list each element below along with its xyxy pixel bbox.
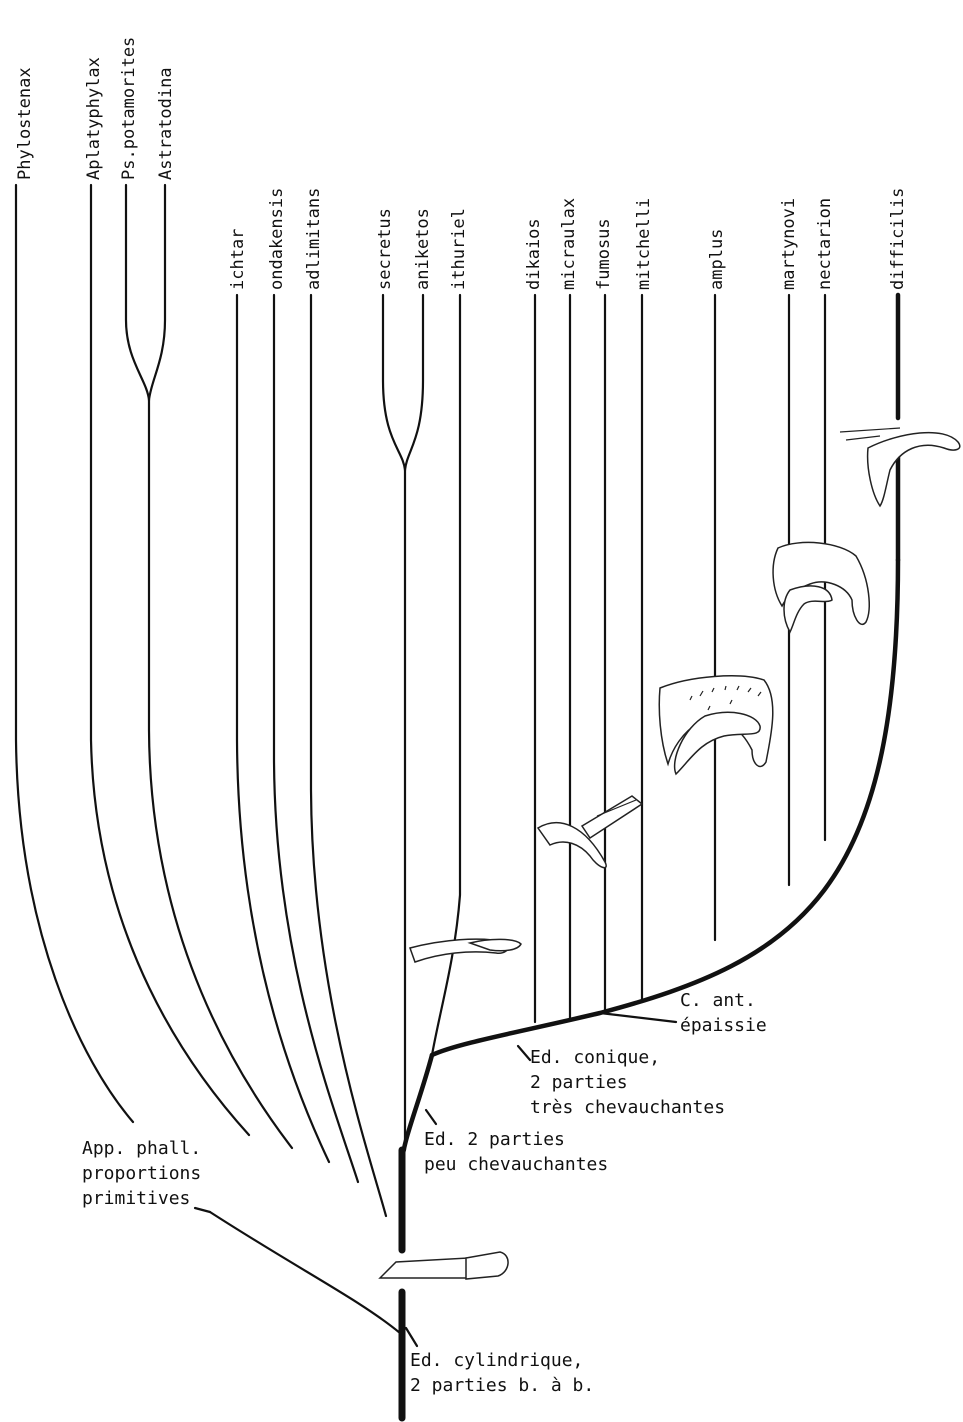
sketches [380,428,960,1279]
taxon-label-adlimitans: adlimitans [304,188,324,290]
branch-aniketos [405,295,423,470]
branch-ichtar [237,295,329,1162]
branch-phylostenax [16,185,133,1122]
taxon-label-phylostenax: Phylostenax [15,67,35,180]
branch-primitive-stem [210,1212,400,1333]
annotation-epaissie-line2: épaissie [680,1015,767,1036]
branch-conique-stem [432,560,898,1055]
leader-peu [426,1110,436,1124]
taxon-label-micraulax: micraulax [559,198,579,290]
annotation-primitive-line2: proportions [82,1163,201,1184]
annotation-conique-line1: Ed. conique, [530,1047,660,1068]
taxon-label-fumosus: fumosus [594,218,614,290]
taxon-label-ondakensis: ondakensis [267,188,287,290]
branch-adlimitans [311,295,386,1216]
leader-primitive [195,1208,210,1212]
branch-potamorites-astratodina-stem [149,400,292,1148]
taxon-label-astratodina: Astratodina [156,67,176,180]
taxon-label-ps-potamorites: Ps.potamorites [119,37,139,180]
annotation-conique-line3: très chevauchantes [530,1097,725,1118]
taxon-label-martynovi: martynovi [779,198,799,290]
annotation-peu-line1: Ed. 2 parties [424,1129,565,1150]
taxon-label-aniketos: aniketos [413,208,433,290]
branch-aplatyphylax [91,185,249,1135]
taxon-label-aplatyphylax: Aplatyphylax [84,57,104,180]
taxon-labels: Phylostenax Aplatyphylax Ps.potamorites … [15,37,908,290]
sketch-peu-chevauchantes [410,939,521,962]
branch-ondakensis [274,295,358,1182]
annotation-epaissie-line1: C. ant. [680,990,756,1011]
leader-epaissie [600,1013,676,1022]
taxon-label-mitchelli: mitchelli [634,198,654,290]
taxon-label-ichtar: ichtar [228,229,248,290]
taxon-label-secretus: secretus [375,208,395,290]
annotation-cylindrique-line1: Ed. cylindrique, [410,1350,583,1371]
branch-secretus [383,295,405,470]
leader-conique [518,1046,530,1060]
taxon-label-nectarion: nectarion [815,198,835,290]
annotation-primitive-line1: App. phall. [82,1138,201,1159]
annotation-conique-line2: 2 parties [530,1072,628,1093]
annotation-primitive-line3: primitives [82,1188,190,1209]
taxon-label-ithuriel: ithuriel [449,208,469,290]
sketch-conique-micraulax [538,796,642,868]
branch-astratodina [149,185,165,400]
taxon-label-amplus: amplus [707,229,727,290]
branches [16,185,898,1418]
annotation-cylindrique-line2: 2 parties b. à b. [410,1375,594,1396]
annotation-peu-line2: peu chevauchantes [424,1154,608,1175]
sketch-martynovi [773,542,869,632]
leader-cylindrique [406,1328,417,1346]
taxon-label-dikaios: dikaios [524,218,544,290]
taxon-label-difficilis: difficilis [888,188,908,290]
sketch-cylindrical-phallus [380,1252,508,1279]
branch-ps-potamorites [126,185,149,400]
